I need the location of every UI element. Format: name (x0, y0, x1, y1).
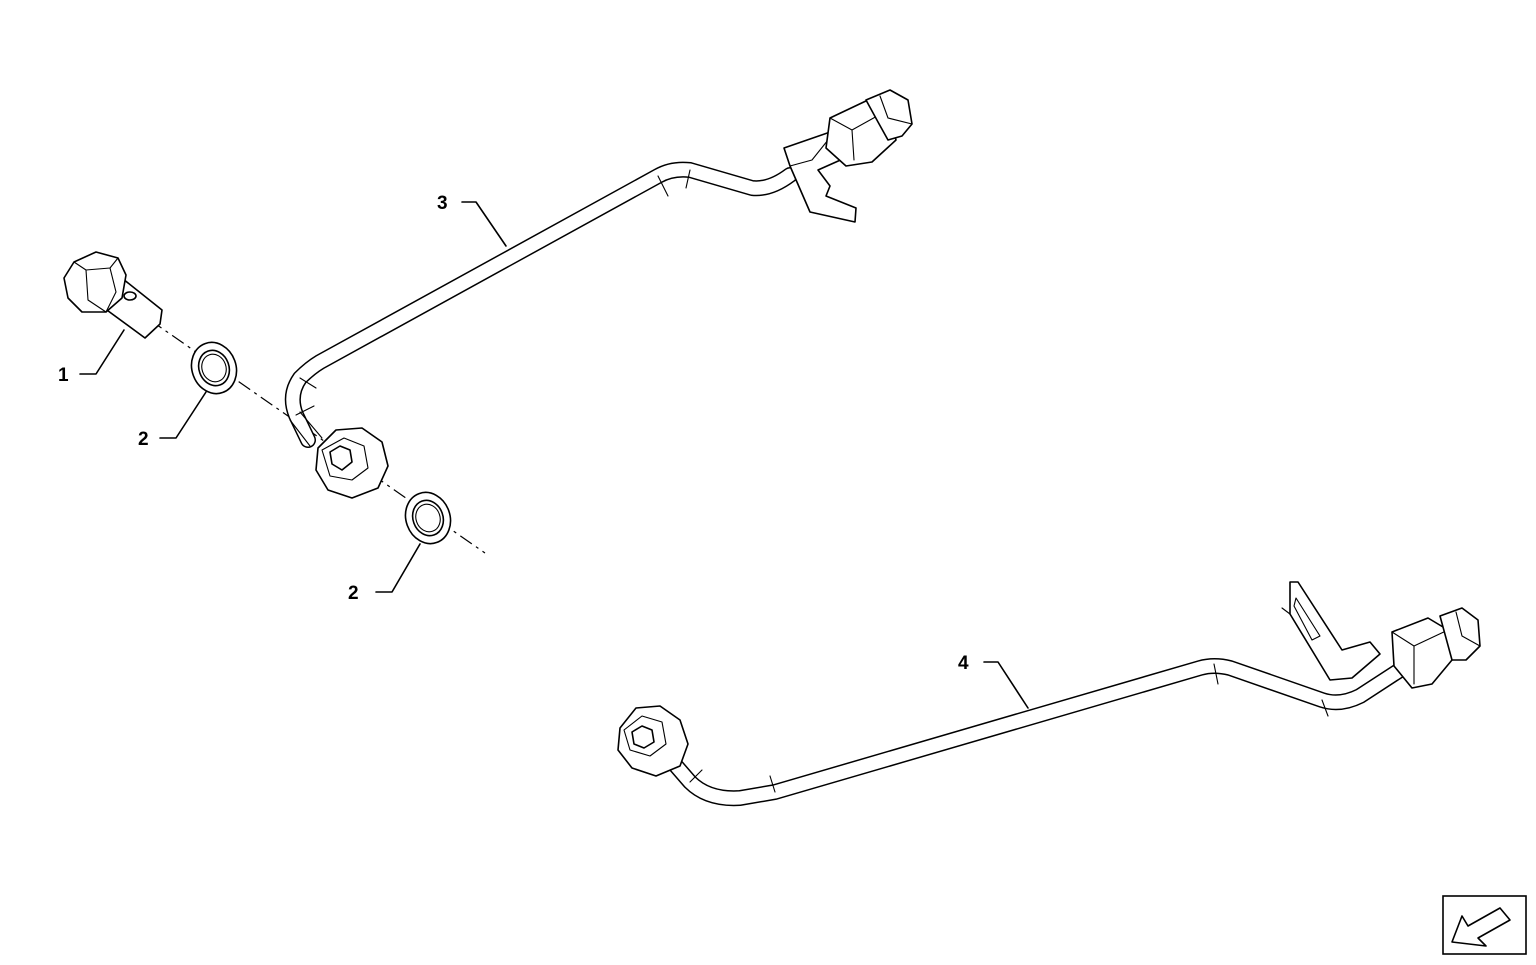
callout-4-leader (983, 661, 1029, 709)
callout-3-leader (461, 201, 507, 247)
part-2-washer-upper[interactable] (184, 336, 243, 400)
callout-2b-label: 2 (348, 583, 359, 604)
callout-2a-label: 2 (138, 429, 149, 450)
callout-3-label: 3 (437, 193, 448, 214)
callout-2a-leader (159, 391, 207, 439)
part-1-banjo-bolt[interactable] (63, 251, 163, 339)
callout-1-leader (79, 329, 125, 375)
navigation-arrow-button[interactable] (1442, 895, 1527, 955)
callout-4-label: 4 (958, 653, 969, 674)
part-4-fuel-pipe-lower[interactable] (617, 581, 1481, 807)
part-2-washer-lower[interactable] (398, 486, 457, 550)
callout-2b-leader (375, 543, 421, 593)
arrow-down-left-icon (1451, 907, 1511, 947)
callout-1-label: 1 (58, 365, 69, 386)
part-3-fuel-pipe-upper[interactable] (284, 89, 913, 499)
